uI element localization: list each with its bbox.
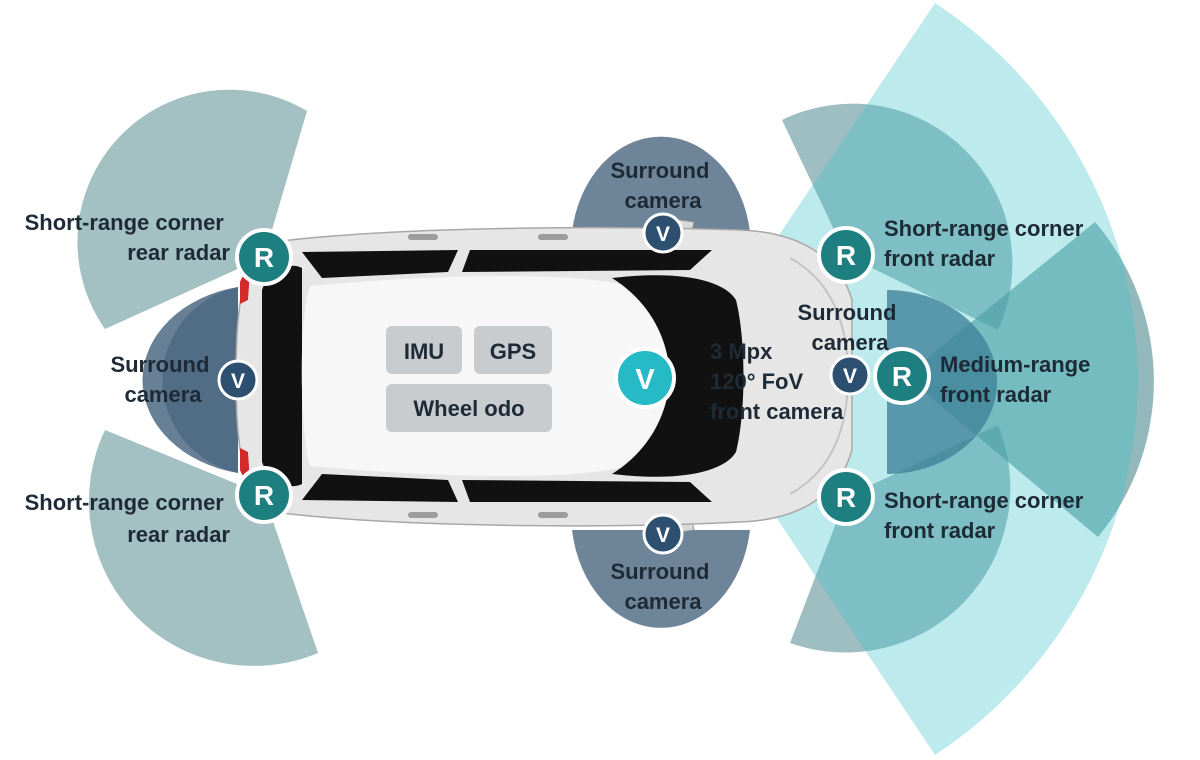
imu-label: IMU bbox=[404, 339, 444, 364]
door-handle bbox=[538, 234, 568, 240]
wheel-odo-label: Wheel odo bbox=[413, 396, 524, 421]
side-window-top-rear bbox=[302, 250, 458, 278]
front-radar-top-zone bbox=[782, 103, 1013, 331]
camera-badge-letter: V bbox=[843, 365, 857, 388]
bottom-camera-zone bbox=[572, 530, 750, 628]
side-window-bottom-rear bbox=[302, 474, 458, 502]
camera-badge-icon bbox=[642, 513, 684, 555]
front-camera-label: 3 Mpx 120° FoV front camera bbox=[710, 339, 844, 424]
radar-badge-letter: R bbox=[836, 240, 856, 271]
door-handle bbox=[408, 512, 438, 518]
radar-badge-icon bbox=[817, 226, 875, 284]
front-radar-bottom-label: Short-range corner front radar bbox=[884, 488, 1089, 543]
radar-badge-letter: R bbox=[254, 242, 274, 273]
radar-badge-letter: R bbox=[892, 361, 912, 392]
rear-radar-bottom-zone bbox=[88, 430, 319, 666]
side-window-bottom-front bbox=[462, 480, 712, 502]
radar-badge-icon bbox=[235, 466, 293, 524]
top-camera-label: Surround camera bbox=[610, 158, 715, 213]
medium-radar-label: Medium-range front radar bbox=[940, 352, 1096, 407]
camera-badge-letter: V bbox=[635, 364, 655, 396]
rear-radar-top-label: Short-range corner rear radar bbox=[25, 210, 231, 265]
rear-radar-bottom-label: Short-range corner rear radar bbox=[25, 490, 231, 547]
door-handle bbox=[408, 234, 438, 240]
sensor-labels: Short-range corner rear radar Short-rang… bbox=[25, 158, 1096, 614]
rear-window bbox=[262, 265, 302, 487]
medium-radar-zone bbox=[905, 222, 1154, 537]
camera-badge-letter: V bbox=[231, 370, 245, 393]
radar-badge-letter: R bbox=[254, 480, 274, 511]
side-window-top-front bbox=[462, 250, 712, 272]
radar-badge-icon bbox=[873, 347, 931, 405]
imu-chip bbox=[386, 326, 462, 374]
radar-badge-icon bbox=[235, 228, 293, 286]
camera-badge-letter: V bbox=[656, 524, 670, 547]
radar-badge-icon bbox=[817, 468, 875, 526]
gps-chip bbox=[474, 326, 552, 374]
rear-camera-label: Surround camera bbox=[110, 352, 215, 407]
car-top-view: IMU GPS Wheel odo bbox=[235, 217, 853, 535]
front-radar-bottom-zone bbox=[790, 425, 1011, 653]
camera-badge-icon bbox=[642, 212, 684, 254]
front-surround-camera-label: Surround camera bbox=[797, 300, 902, 355]
front-camera-surround-zone bbox=[887, 290, 997, 474]
bottom-camera-label: Surround camera bbox=[610, 559, 715, 614]
camera-badge-letter: V bbox=[656, 223, 670, 246]
sensor-badges: R R V V V V R R V R bbox=[217, 212, 931, 555]
radar-badge-letter: R bbox=[836, 482, 856, 513]
rear-camera-zone-body bbox=[142, 287, 238, 473]
windshield bbox=[612, 275, 744, 477]
wheel-odo-chip bbox=[386, 384, 552, 432]
door-handle bbox=[538, 512, 568, 518]
front-camera-badge-icon bbox=[614, 347, 676, 409]
camera-badge-icon bbox=[829, 354, 871, 396]
front-radar-top-label: Short-range corner front radar bbox=[884, 216, 1089, 271]
rear-radar-top-zone bbox=[77, 89, 307, 330]
top-camera-zone bbox=[572, 136, 750, 232]
camera-badge-icon bbox=[217, 359, 259, 401]
gps-label: GPS bbox=[490, 339, 536, 364]
